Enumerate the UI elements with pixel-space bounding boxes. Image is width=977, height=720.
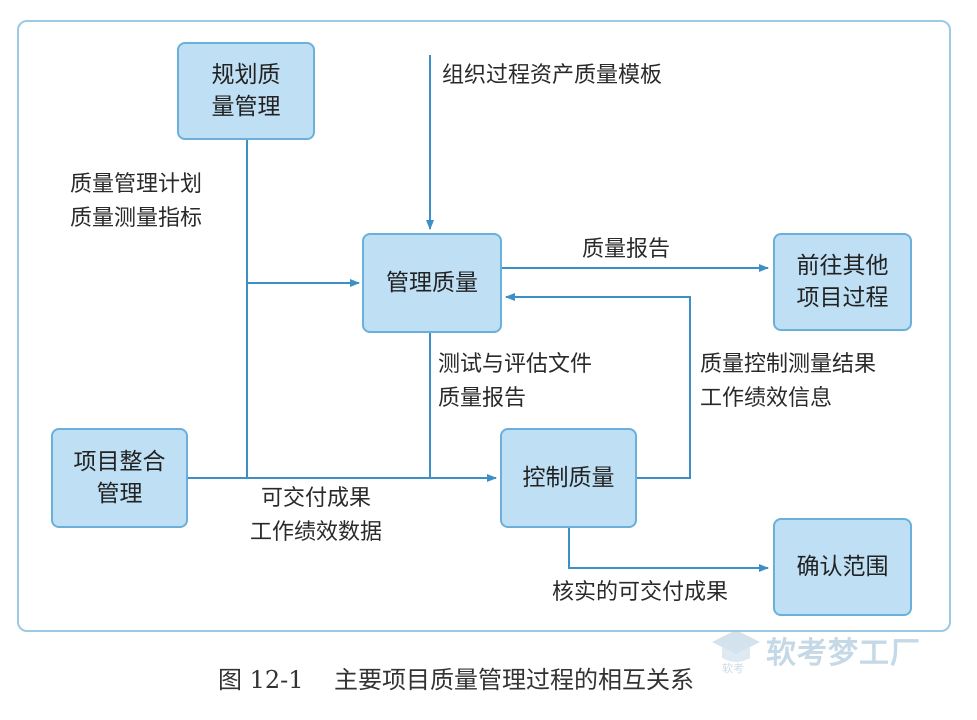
node-plan-quality-management: 规划质 量管理 [177,42,315,140]
label-organizational-process-assets: 组织过程资产质量模板 [442,63,663,88]
label-verified-deliverables: 核实的可交付成果 [552,580,729,605]
node-integration-label: 项目整合 管理 [73,449,166,507]
watermark-text: 软考梦工厂 [766,636,921,671]
watermark-logo: 软考 软考梦工厂 [708,620,948,676]
node-plan-quality-label: 规划质 量管理 [211,62,281,120]
node-manage-quality-label: 管理质量 [386,270,478,296]
label-quality-reports-out: 质量报告 [582,237,671,262]
connector-control-to-manage [505,293,691,479]
node-control-quality-label: 控制质量 [522,465,615,491]
node-project-integration-management: 项目整合 管理 [51,428,188,528]
figure-caption: 图 12-1 主要项目质量管理过程的相互关系 [218,666,695,694]
diagram-frame [17,20,951,632]
graduation-cap-icon: 软考 [712,630,760,675]
label-control-measurements: 质量控制测量结果 工作绩效信息 [700,352,877,411]
node-validate-scope: 确认范围 [773,518,912,616]
node-manage-quality: 管理质量 [362,233,502,333]
node-other-processes-label: 前往其他 项目过程 [796,253,889,311]
svg-text:软考: 软考 [722,661,744,675]
node-other-project-processes: 前往其他 项目过程 [773,233,912,331]
connector-control-to-validate [568,528,769,572]
label-test-evaluation-documents: 测试与评估文件 质量报告 [438,352,593,411]
label-deliverables-work-performance: 可交付成果 工作绩效数据 [250,486,383,545]
label-plan-outputs: 质量管理计划 质量测量指标 [70,172,203,231]
node-validate-scope-label: 确认范围 [796,554,889,580]
node-control-quality: 控制质量 [500,428,637,528]
